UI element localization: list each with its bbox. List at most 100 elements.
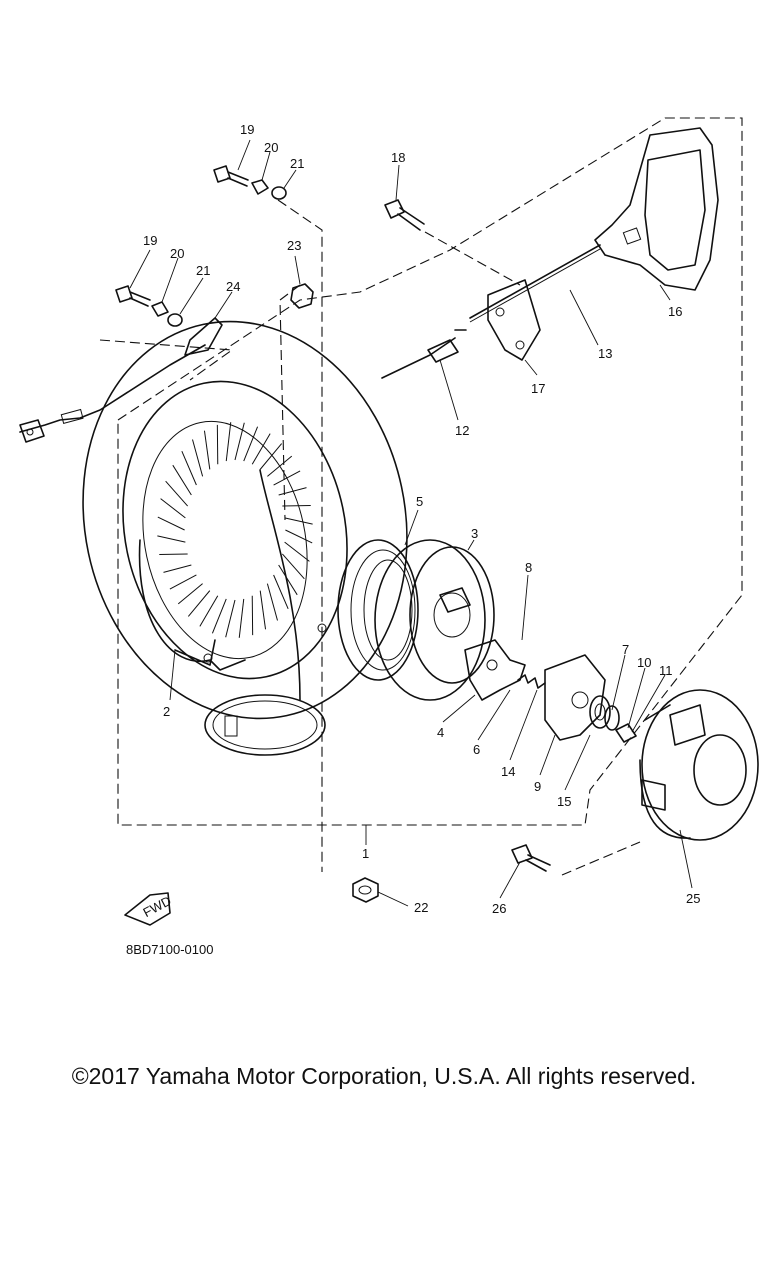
fan-fin xyxy=(273,470,301,486)
callout-23: 23 xyxy=(287,238,301,253)
callout-26: 26 xyxy=(492,901,506,916)
bolt-19-lower xyxy=(115,285,151,307)
callout-4: 4 xyxy=(437,725,444,740)
callout-16: 16 xyxy=(668,304,682,319)
callout-21-upper: 21 xyxy=(290,156,304,171)
callout-18: 18 xyxy=(391,150,405,165)
fan-fin xyxy=(285,529,313,544)
callout-20-upper: 20 xyxy=(264,140,278,155)
callout-15: 15 xyxy=(557,794,571,809)
fan-fin xyxy=(165,480,189,507)
callout-22: 22 xyxy=(414,900,428,915)
callout-12: 12 xyxy=(455,423,469,438)
ratchet xyxy=(464,639,526,701)
starter-rope-coil xyxy=(204,469,326,756)
bolt-11 xyxy=(615,723,637,743)
callout-25: 25 xyxy=(686,891,700,906)
callout-14: 14 xyxy=(501,764,515,779)
fan-fin xyxy=(273,574,289,610)
bolt-26 xyxy=(511,844,551,872)
cable xyxy=(381,329,467,379)
washer-21-lower xyxy=(167,313,183,327)
callout-19-upper: 19 xyxy=(240,122,254,137)
fan-fin xyxy=(266,583,278,621)
callout-1: 1 xyxy=(362,846,369,861)
dashed-leader-19-22 xyxy=(277,199,323,872)
callout-20-lower: 20 xyxy=(170,246,184,261)
bolt-18 xyxy=(384,199,425,231)
starter-case xyxy=(82,320,408,720)
callout-3: 3 xyxy=(471,526,478,541)
fan-fin xyxy=(181,450,197,486)
fan-fin xyxy=(281,553,305,580)
callout-6: 6 xyxy=(473,742,480,757)
fan-fin xyxy=(177,583,203,605)
washer-20-lower xyxy=(151,301,169,317)
fan-fin xyxy=(169,574,197,590)
copyright-notice: ©2017 Yamaha Motor Corporation, U.S.A. A… xyxy=(71,1063,697,1089)
dashed-leader-24 xyxy=(99,339,234,381)
fan-fin xyxy=(159,553,188,556)
fan-fin xyxy=(157,535,186,543)
dashed-leader-26-25 xyxy=(561,841,641,876)
recoil-spring xyxy=(337,539,419,681)
callout-13: 13 xyxy=(598,346,612,361)
fan-fin xyxy=(278,487,307,496)
callout-7: 7 xyxy=(622,642,629,657)
fan-fin xyxy=(157,516,185,531)
fan-fin xyxy=(234,422,245,461)
fwd-label: FWD xyxy=(140,893,173,920)
callout-8: 8 xyxy=(525,560,532,575)
fwd-arrow: FWD xyxy=(124,892,174,926)
fan-fin xyxy=(172,464,192,496)
fan-fin xyxy=(199,595,219,627)
diagram-code: 8BD7100-0100 xyxy=(126,942,213,957)
callout-11: 11 xyxy=(659,663,673,678)
callout-19-lower: 19 xyxy=(143,233,157,248)
dashed-leader-18 xyxy=(424,231,521,286)
friction-spring xyxy=(589,695,611,729)
callout-24: 24 xyxy=(226,279,240,294)
fan-fin xyxy=(278,564,298,596)
fan-fin xyxy=(187,590,211,617)
fan-fin xyxy=(284,517,313,525)
collar-washer xyxy=(604,705,620,731)
rope-guide-bracket xyxy=(487,279,541,361)
stop-switch-plate xyxy=(184,317,223,356)
fan-fin xyxy=(225,422,232,462)
fan-fin xyxy=(225,599,236,638)
assembly-boundary xyxy=(117,117,743,826)
bolt-19-upper xyxy=(213,165,249,187)
fan-fin xyxy=(267,455,293,477)
stop-switch-wire xyxy=(19,344,206,443)
washer-21-upper xyxy=(271,186,287,200)
callout-labels: 19 20 21 18 19 20 21 23 24 16 13 17 12 5… xyxy=(143,122,700,916)
callout-21-lower: 21 xyxy=(196,263,210,278)
sheave-drum xyxy=(374,539,495,701)
leader-lines xyxy=(129,139,693,907)
fan-fin xyxy=(243,426,259,462)
callout-9: 9 xyxy=(534,779,541,794)
starter-rope xyxy=(469,244,601,323)
drive-plate xyxy=(544,654,606,741)
fan-fin xyxy=(211,598,227,634)
callout-5: 5 xyxy=(416,494,423,509)
callout-17: 17 xyxy=(531,381,545,396)
callout-10: 10 xyxy=(637,655,651,670)
fan-fin xyxy=(251,433,271,465)
starter-handle xyxy=(594,127,719,291)
fan-fin xyxy=(238,598,245,638)
fan-fin xyxy=(163,564,192,573)
washer-20-upper xyxy=(251,179,269,195)
fan-fin xyxy=(259,443,283,470)
pawl-spring xyxy=(517,674,546,689)
nut-22 xyxy=(352,877,379,903)
nut-23 xyxy=(290,283,314,309)
fan-fin xyxy=(284,541,310,562)
fan-fin xyxy=(259,590,267,630)
fan-fin xyxy=(203,430,211,470)
fan-fin xyxy=(192,439,204,477)
callout-2: 2 xyxy=(163,704,170,719)
fan-fin xyxy=(160,498,186,519)
